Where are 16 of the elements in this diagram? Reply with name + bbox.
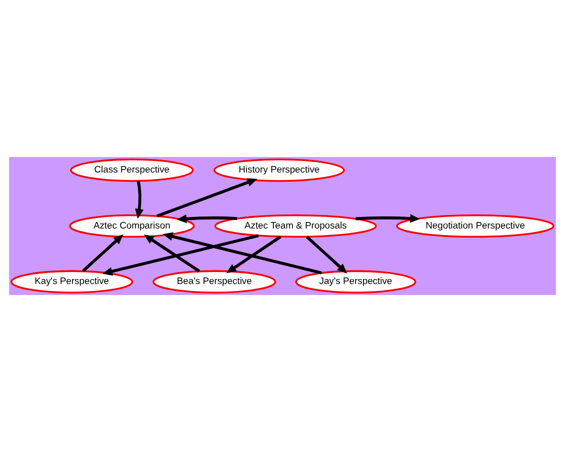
arrow [356, 214, 420, 223]
node-ellipse: Bea's Perspective [152, 270, 276, 294]
node-ellipse: Class Perspective [70, 158, 194, 182]
node-ellipse: Jay's Perspective [295, 270, 416, 294]
node-ellipse: History Perspective [213, 158, 345, 182]
arrow [82, 234, 124, 272]
arrow [162, 232, 322, 274]
node-ellipse: Kay's Perspective [10, 270, 134, 294]
arrow [306, 236, 348, 274]
arrow [156, 178, 258, 218]
arrow [102, 234, 259, 276]
arrow [144, 234, 200, 272]
arrow [226, 236, 282, 274]
arrow [135, 180, 144, 219]
node-ellipse: Aztec Team & Proposals [214, 214, 377, 238]
arrow [176, 214, 238, 224]
